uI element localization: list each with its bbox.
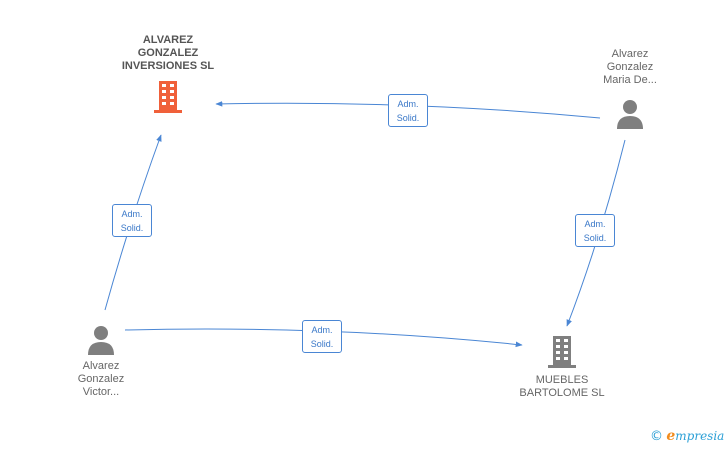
company-node-muebles-bartolome[interactable]: MUEBLES BARTOLOME SL [512, 334, 612, 400]
role-abbrev: Adm. [121, 209, 143, 219]
person-icon [88, 326, 114, 355]
person-name-line: Gonzalez [606, 61, 654, 73]
edge-label-victor-muebles[interactable]: Adm. Solid. [302, 320, 342, 353]
role-abbrev: Solid. [583, 233, 607, 243]
building-icon [154, 81, 182, 113]
role-abbrev: Adm. [584, 219, 606, 229]
person-node-maria[interactable]: Alvarez Gonzalez Maria De... [590, 48, 670, 130]
role-abbrev: Adm. [311, 325, 333, 335]
brand-e: e [666, 428, 676, 444]
person-name-line: Alvarez [82, 360, 120, 372]
edge-label-maria-muebles[interactable]: Adm. Solid. [575, 214, 615, 247]
role-abbrev: Solid. [120, 223, 144, 233]
role-abbrev: Solid. [310, 339, 334, 349]
empresia-logo: © empresia [650, 428, 724, 444]
company-node-alvarez-gonzalez-inversiones[interactable]: ALVAREZ GONZALEZ INVERSIONES SL [112, 34, 224, 115]
person-name-line: Alvarez [611, 48, 649, 60]
person-name-line: Gonzalez [77, 373, 125, 385]
company-name-line: GONZALEZ [137, 47, 199, 59]
company-name-line: INVERSIONES SL [121, 60, 215, 72]
person-icon [617, 100, 643, 129]
company-name-line: BARTOLOME SL [519, 387, 605, 399]
building-icon [548, 336, 576, 368]
role-abbrev: Solid. [396, 113, 420, 123]
person-name-line: Maria De... [603, 74, 657, 86]
brand-name: mpresia [675, 429, 725, 443]
person-node-victor[interactable]: Alvarez Gonzalez Victor... [61, 324, 141, 399]
person-name-line: Victor... [82, 386, 120, 398]
company-name-line: ALVAREZ [142, 34, 194, 46]
edge-label-maria-main[interactable]: Adm. Solid. [388, 94, 428, 127]
edge-label-victor-main[interactable]: Adm. Solid. [112, 204, 152, 237]
copyright-symbol: © [650, 429, 663, 444]
company-name-line: MUEBLES [535, 374, 589, 386]
role-abbrev: Adm. [397, 99, 419, 109]
